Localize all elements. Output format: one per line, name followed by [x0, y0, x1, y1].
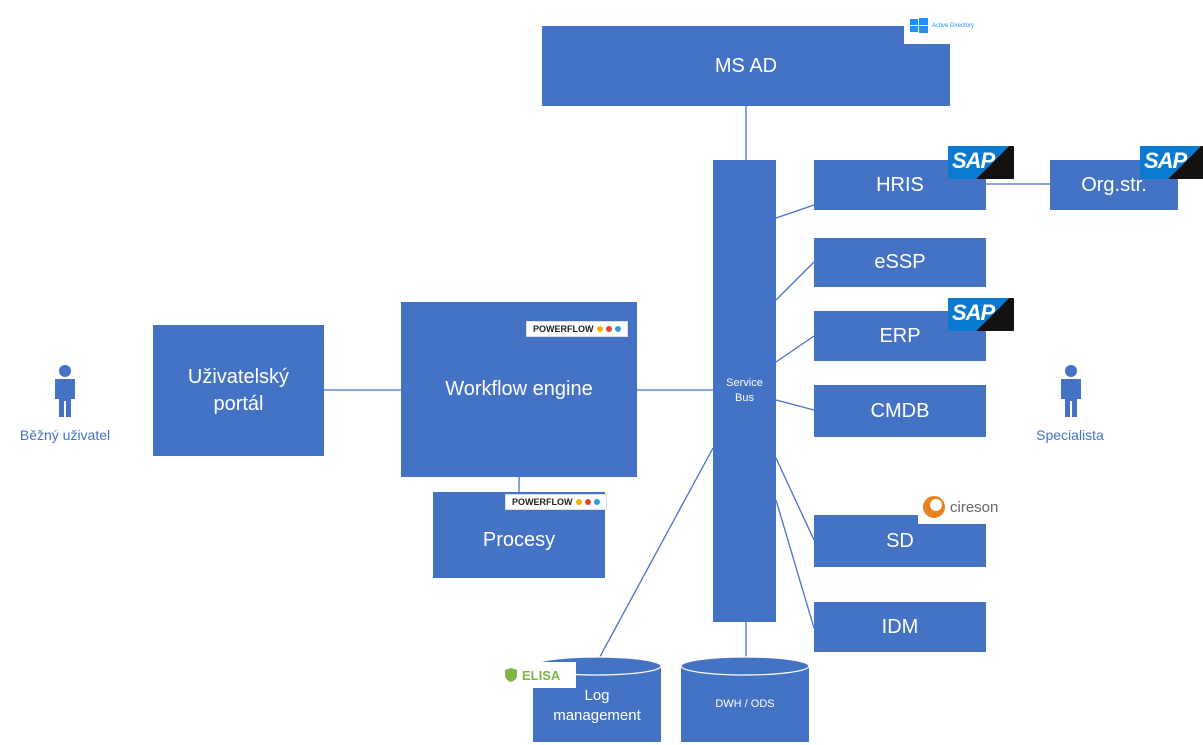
cmdb-label: CMDB: [870, 399, 930, 422]
cireson-logo: cireson: [918, 490, 1018, 524]
powerflow-logo-procesy: POWERFLOW: [505, 494, 607, 510]
dwh-ods-cylinder: [680, 656, 810, 742]
elisa-text: ELISA: [522, 667, 561, 683]
actor-left-label: Běžný uživatel: [19, 427, 111, 443]
powerflow-logo-workflow: POWERFLOW: [526, 321, 628, 337]
erp-label: ERP: [879, 324, 921, 347]
line-bus-essp: [775, 261, 815, 301]
line-bus-sd: [775, 457, 815, 541]
uzivatelsky-portal-label: Uživatelský portál: [187, 365, 290, 415]
org-str-label: Org.str.: [1081, 173, 1147, 196]
sap-logo-hris: SAP: [948, 146, 1014, 179]
person-icon-left: [55, 365, 75, 417]
line-bus-hris: [775, 204, 815, 219]
hris-box: HRIS: [814, 160, 986, 210]
essp-box: eSSP: [814, 238, 986, 287]
cireson-text: cireson: [950, 498, 999, 516]
sd-label: SD: [886, 529, 914, 552]
service-bus-label: Service Bus: [726, 377, 763, 404]
active-directory-text: Active Directory: [932, 23, 975, 29]
ms-ad-box: MS AD: [542, 26, 950, 106]
line-bus-idm: [775, 499, 815, 629]
uzivatelsky-portal-box: Uživatelský portál: [153, 325, 324, 456]
shield-icon: [505, 668, 517, 682]
dwh-ods-label: DWH / ODS: [715, 698, 775, 710]
elisa-logo: ELISA: [500, 662, 576, 688]
sap-logo-erp: SAP: [948, 298, 1014, 331]
idm-box: IDM: [814, 602, 986, 652]
org-str-box: Org.str.: [1050, 160, 1178, 210]
cireson-icon: [923, 496, 945, 518]
log-management-label: Log management: [553, 687, 641, 724]
person-icon-right: [1061, 365, 1081, 417]
essp-label: eSSP: [874, 251, 926, 273]
idm-label: IDM: [881, 615, 919, 638]
ms-ad-label: MS AD: [714, 54, 778, 77]
procesy-label: Procesy: [482, 528, 556, 551]
cmdb-box: CMDB: [814, 385, 986, 437]
sap-logo-orgstr: SAP: [1140, 146, 1203, 179]
line-bus-cmdb: [775, 399, 815, 411]
hris-label: HRIS: [876, 173, 924, 196]
service-bus-box: Service Bus: [713, 160, 776, 622]
line-bus-erp: [775, 335, 815, 363]
windows-icon: [910, 18, 928, 33]
active-directory-logo: Active Directory: [904, 8, 990, 44]
actor-right-label: Specialista: [1036, 427, 1104, 443]
workflow-engine-label: Workflow engine: [445, 378, 593, 400]
line-bus-log: [595, 447, 714, 665]
